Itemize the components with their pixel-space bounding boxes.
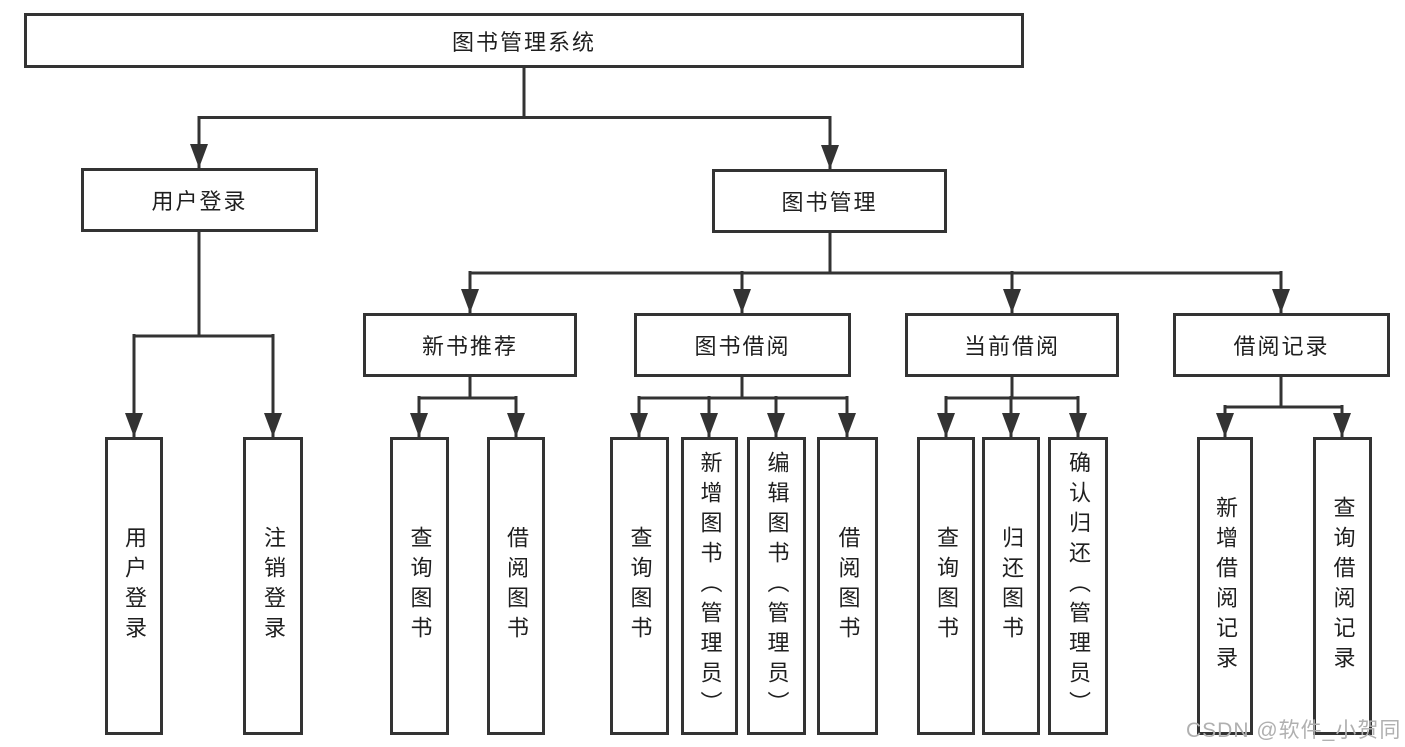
leaf-cb-query-book-label: 查询图书	[934, 526, 959, 646]
leaf-cb-return-book-label: 归还图书	[999, 526, 1024, 646]
leaf-bb-query-book: 查询图书	[610, 437, 669, 735]
leaf-bb-query-book-label: 查询图书	[627, 526, 653, 646]
leaf-logout: 注销登录	[243, 437, 303, 735]
leaf-bb-borrow-book-label: 借阅图书	[835, 526, 861, 646]
leaf-br-query-record: 查询借阅记录	[1313, 437, 1372, 735]
node-book-mgmt: 图书管理	[712, 169, 947, 233]
edges-borrow-records-branch	[1216, 377, 1351, 437]
leaf-bb-borrow-book: 借阅图书	[817, 437, 878, 735]
node-system-root-label: 图书管理系统	[451, 29, 596, 55]
node-user-login: 用户登录	[81, 168, 318, 232]
node-book-borrow: 图书借阅	[634, 313, 851, 377]
leaf-br-add-record-label: 新增借阅记录	[1213, 496, 1238, 676]
edges-root-to-level2	[190, 68, 839, 169]
edges-current-borrow-branch	[937, 377, 1087, 437]
leaf-bb-add-book-admin-label: 新增图书（管理员）	[697, 451, 723, 721]
leaf-rec-borrow-book-label: 借阅图书	[504, 526, 529, 646]
leaf-logout-label: 注销登录	[261, 526, 286, 646]
leaf-user-login: 用户登录	[105, 437, 163, 735]
node-new-book-rec: 新书推荐	[363, 313, 577, 377]
csdn-watermark: CSDN @软件_小贺同学	[1186, 719, 1402, 742]
leaf-user-login-label: 用户登录	[122, 526, 147, 646]
node-system-root: 图书管理系统	[24, 13, 1024, 68]
leaf-bb-edit-book-admin-label: 编辑图书（管理员）	[764, 451, 790, 721]
leaf-cb-confirm-return-admin: 确认归还（管理员）	[1048, 437, 1108, 735]
node-current-borrow-label: 当前借阅	[963, 334, 1060, 359]
edges-user-login-branch	[125, 232, 282, 437]
edges-new-book-rec-branch	[410, 377, 525, 437]
leaf-cb-query-book: 查询图书	[917, 437, 975, 735]
leaf-rec-query-book: 查询图书	[390, 437, 449, 735]
leaf-br-add-record: 新增借阅记录	[1197, 437, 1253, 735]
node-book-mgmt-label: 图书管理	[781, 190, 878, 215]
leaf-rec-query-book-label: 查询图书	[407, 526, 433, 646]
node-user-login-label: 用户登录	[151, 189, 248, 214]
leaf-bb-edit-book-admin: 编辑图书（管理员）	[747, 437, 806, 735]
leaf-br-query-record-label: 查询借阅记录	[1330, 496, 1356, 676]
leaf-rec-borrow-book: 借阅图书	[487, 437, 545, 735]
edges-book-borrow-branch	[630, 377, 856, 437]
edges-book-mgmt-to-level3	[461, 233, 1290, 313]
node-borrow-records: 借阅记录	[1173, 313, 1390, 377]
node-current-borrow: 当前借阅	[905, 313, 1119, 377]
node-new-book-rec-label: 新书推荐	[421, 334, 518, 359]
leaf-cb-return-book: 归还图书	[982, 437, 1040, 735]
node-book-borrow-label: 图书借阅	[694, 334, 791, 359]
node-borrow-records-label: 借阅记录	[1233, 334, 1330, 359]
leaf-cb-confirm-return-admin-label: 确认归还（管理员）	[1066, 451, 1091, 721]
leaf-bb-add-book-admin: 新增图书（管理员）	[681, 437, 738, 735]
